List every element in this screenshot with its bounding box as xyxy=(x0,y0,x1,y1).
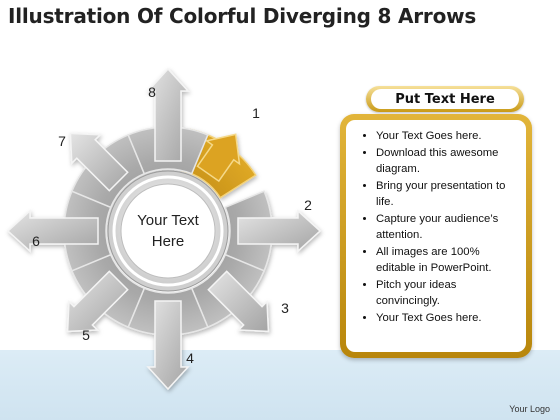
arrow-shaft xyxy=(146,300,190,391)
bullet-item: Pitch your ideas convincingly. xyxy=(376,277,518,310)
text-panel-inner: Your Text Goes here. Download this aweso… xyxy=(346,120,526,352)
arrow-number-1: 1 xyxy=(252,105,260,121)
bullet-item: Capture your audience’s attention. xyxy=(376,211,518,244)
center-text-line-2: Here xyxy=(152,233,185,250)
arrow-number-2: 2 xyxy=(304,197,312,213)
bullet-item: Download this awesome diagram. xyxy=(376,145,518,178)
arrow-4 xyxy=(127,287,209,391)
panel-heading: Put Text Here xyxy=(371,89,519,109)
bullet-item: All images are 100% editable in PowerPoi… xyxy=(376,244,518,277)
arrow-shaft xyxy=(69,132,129,192)
background-floor xyxy=(0,350,560,420)
arrow-number-6: 6 xyxy=(32,233,40,249)
arrow-2 xyxy=(224,190,322,272)
arrow-number-3: 3 xyxy=(281,300,289,316)
arrow-shaft xyxy=(237,209,322,253)
center-text-line-1: Your Text xyxy=(137,212,200,229)
panel-heading-pill: Put Text Here xyxy=(366,86,524,112)
arrow-shaft xyxy=(146,67,190,162)
arrow-shaft xyxy=(207,270,270,333)
arrow-8 xyxy=(127,67,209,175)
text-panel: Your Text Goes here. Download this aweso… xyxy=(340,114,532,358)
arrow-6 xyxy=(6,190,112,272)
arrow-number-8: 8 xyxy=(148,84,156,100)
arrow-number-4: 4 xyxy=(186,350,194,366)
page-title: Illustration Of Colorful Diverging 8 Arr… xyxy=(8,4,477,28)
arrow-number-7: 7 xyxy=(58,133,66,149)
arrow-shaft xyxy=(6,209,99,253)
diverging-arrows-diagram: 1 2 3 4 5 6 7 8 Your Text Here xyxy=(6,67,322,391)
bullet-item: Bring your presentation to life. xyxy=(376,178,518,211)
arrow-shaft xyxy=(66,270,129,333)
bullet-item: Your Text Goes here. xyxy=(376,128,518,145)
logo-text: Your Logo xyxy=(509,404,550,414)
center-hub: Your Text Here xyxy=(107,170,229,292)
bullet-item: Your Text Goes here. xyxy=(376,310,518,327)
arrow-shaft xyxy=(196,133,241,183)
arrow-number-5: 5 xyxy=(82,327,90,343)
bullet-list: Your Text Goes here. Download this aweso… xyxy=(346,120,526,326)
